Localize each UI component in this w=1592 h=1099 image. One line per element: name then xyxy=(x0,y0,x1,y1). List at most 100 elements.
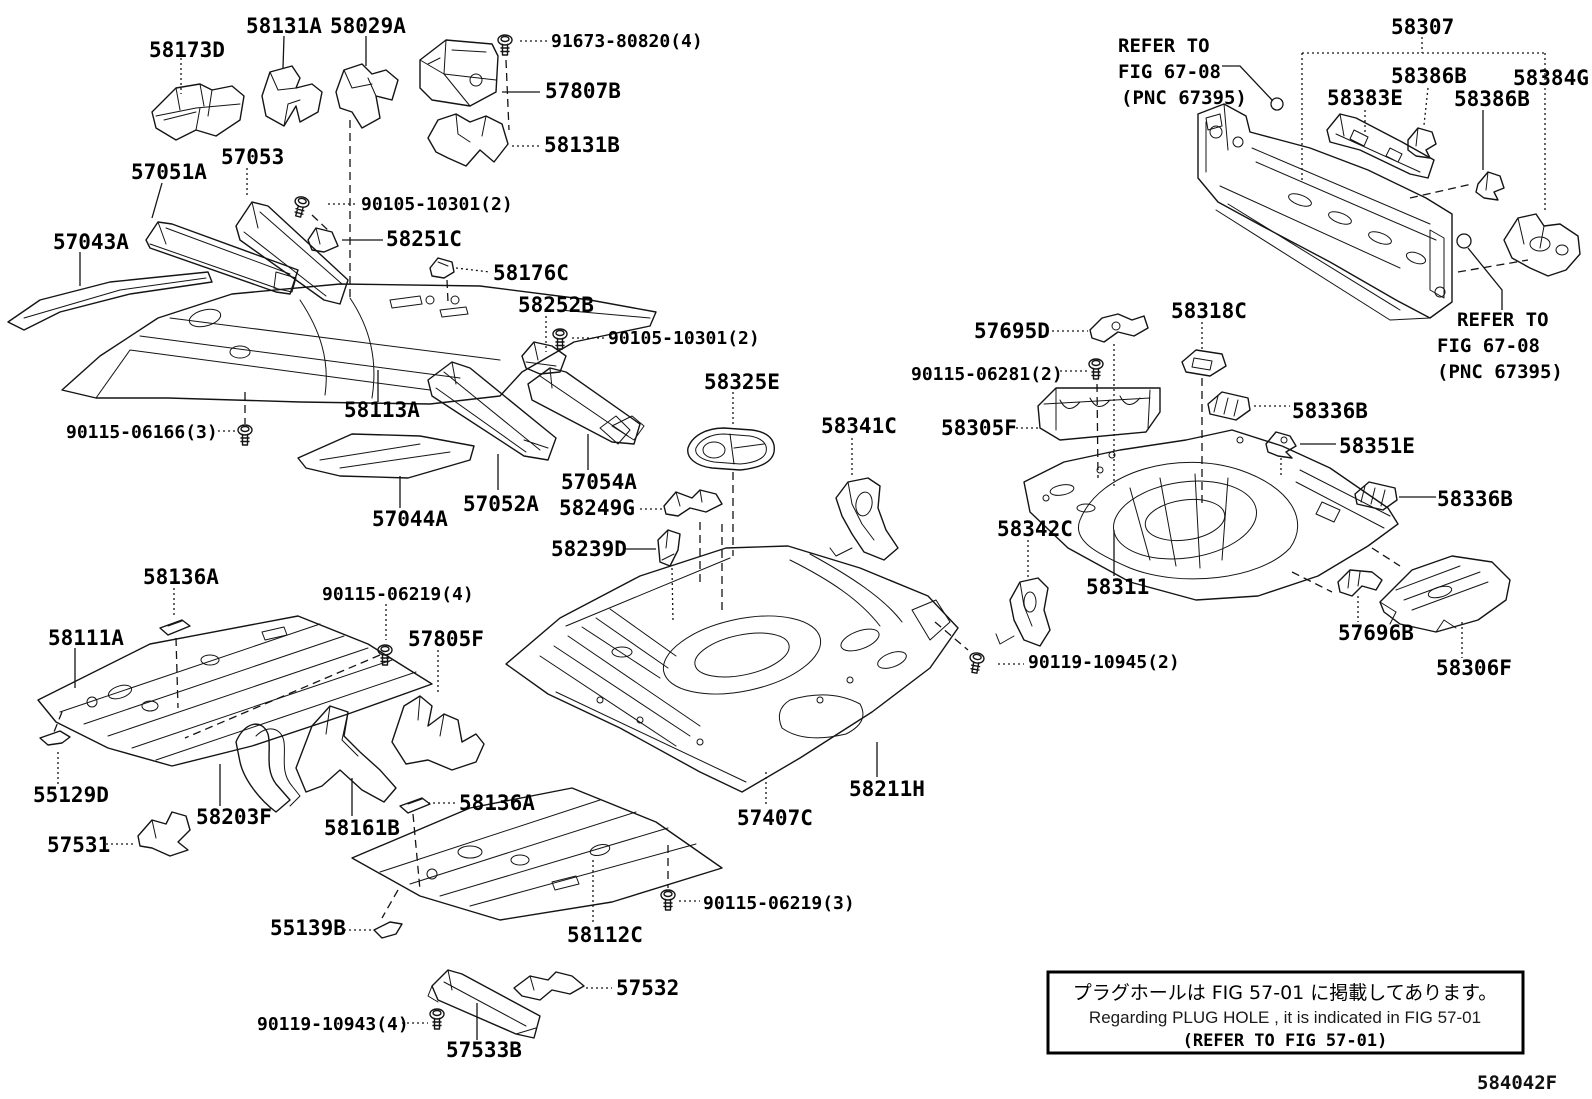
part-58384G-drawing xyxy=(1503,213,1581,277)
part-58386B-bracket-b-drawing xyxy=(1475,171,1505,201)
part-label-58161B: 58161B xyxy=(324,816,400,840)
part-58112C-floor-panel-drawing xyxy=(351,787,723,921)
part-label-58336B-b: 58336B xyxy=(1437,487,1513,511)
part-label-57696B: 57696B xyxy=(1338,621,1414,645)
part-58311-rear-floor-pan-drawing xyxy=(1023,429,1399,601)
part-label-58203F: 58203F xyxy=(196,805,272,829)
part-label-90115-06219-4: 90115-06219(4) xyxy=(322,584,474,605)
part-58336B-bracket-a-drawing xyxy=(1207,391,1251,421)
part-57807B-drawing xyxy=(419,39,499,107)
part-label-58136A-a: 58136A xyxy=(143,565,219,589)
bolt-icons xyxy=(237,34,1104,1030)
part-label-90115-06166: 90115-06166(3) xyxy=(66,422,218,443)
part-57407C-center-floor-pan-drawing xyxy=(505,545,959,793)
part-label-58211H: 58211H xyxy=(849,777,925,801)
part-label-90105-10301-b: 90105-10301(2) xyxy=(608,328,760,349)
part-58383E-drawing xyxy=(1326,113,1435,179)
part-58136A-clip-b-drawing xyxy=(399,797,431,814)
plug-hole-note-box: プラグホールは FIG 57-01 に掲載してあります。 Regarding P… xyxy=(1046,970,1525,1055)
part-58136A-clip-a-drawing xyxy=(159,619,191,636)
part-label-58112C: 58112C xyxy=(567,923,643,947)
part-label-57051A: 57051A xyxy=(131,160,207,184)
part-label-58318C: 58318C xyxy=(1171,299,1247,323)
part-label-57044A: 57044A xyxy=(372,507,448,531)
part-57054A-drawing xyxy=(527,367,645,445)
part-label-57407C: 57407C xyxy=(737,806,813,830)
part-58161B-drawing xyxy=(295,705,397,803)
part-58336B-bracket-b-drawing xyxy=(1354,481,1398,511)
part-label-57054A: 57054A xyxy=(561,470,637,494)
part-58173D-drawing xyxy=(151,83,245,141)
part-57805F-drawing xyxy=(391,695,485,771)
part-label-57807B: 57807B xyxy=(545,79,621,103)
part-58386B-bracket-a-drawing xyxy=(1407,127,1437,159)
part-58252B-drawing xyxy=(521,341,567,375)
part-58307-rear-body-panel-drawing xyxy=(1197,103,1453,321)
part-58029A-drawing xyxy=(335,63,399,129)
part-label-58325E: 58325E xyxy=(704,370,780,394)
part-label-90119-10943: 90119-10943(4) xyxy=(257,1014,409,1035)
part-label-90105-10301-a: 90105-10301(2) xyxy=(361,194,513,215)
part-58251C-drawing xyxy=(307,227,339,253)
part-57696B-drawing xyxy=(1337,569,1383,597)
part-label-58384G: 58384G xyxy=(1513,66,1589,90)
part-58131B-drawing xyxy=(427,113,509,167)
part-label-55139B: 55139B xyxy=(270,916,346,940)
part-58351E-drawing xyxy=(1265,431,1297,459)
part-label-58239D: 58239D xyxy=(551,537,627,561)
part-57533B-drawing xyxy=(427,969,541,1039)
part-58249G-drawing xyxy=(663,489,723,517)
part-label-58131B: 58131B xyxy=(544,133,620,157)
part-58305F-drawing xyxy=(1037,387,1161,441)
part-label-57043A: 57043A xyxy=(53,230,129,254)
part-label-58029A: 58029A xyxy=(330,14,406,38)
part-label-58336B-a: 58336B xyxy=(1292,399,1368,423)
refer-note-line: FIG 67-08 xyxy=(1437,335,1540,357)
part-57531-drawing xyxy=(137,811,191,857)
part-label-55129D: 55129D xyxy=(33,783,109,807)
part-57044A-drawing xyxy=(297,433,475,479)
part-label-58342C: 58342C xyxy=(997,517,1073,541)
part-57532-drawing xyxy=(513,971,585,1001)
part-58325E-drawing xyxy=(687,427,775,471)
part-58306F-drawing xyxy=(1379,555,1511,633)
part-58203F-drawing xyxy=(235,723,301,813)
leader-lines xyxy=(53,35,1546,1040)
part-label-58341C: 58341C xyxy=(821,414,897,438)
plug-hole-note-en: Regarding PLUG HOLE , it is indicated in… xyxy=(1089,1008,1481,1027)
part-label-58173D: 58173D xyxy=(149,38,225,62)
part-label-58383E: 58383E xyxy=(1327,86,1403,110)
refer-note-fig67-08-right: REFER TO FIG 67-08 (PNC 67395) xyxy=(1437,309,1563,383)
part-label-58307: 58307 xyxy=(1391,15,1454,39)
part-label-58136A-b: 58136A xyxy=(459,791,535,815)
part-57695D-drawing xyxy=(1089,313,1149,343)
refer-note-line: FIG 67-08 xyxy=(1118,61,1221,83)
part-label-58113A: 58113A xyxy=(344,398,420,422)
part-label-57533B: 57533B xyxy=(446,1038,522,1062)
part-label-57532: 57532 xyxy=(616,976,679,1000)
part-label-57052A: 57052A xyxy=(463,492,539,516)
refer-note-line: REFER TO xyxy=(1118,35,1210,57)
part-label-58306F: 58306F xyxy=(1436,656,1512,680)
part-label-90119-10945: 90119-10945(2) xyxy=(1028,652,1180,673)
refer-note-line: (PNC 67395) xyxy=(1121,87,1247,109)
part-label-90115-06219-3: 90115-06219(3) xyxy=(703,893,855,914)
part-55129D-drawing xyxy=(39,730,71,746)
part-label-57805F: 57805F xyxy=(408,627,484,651)
part-label-58311: 58311 xyxy=(1086,575,1149,599)
part-58341C-drawing xyxy=(829,477,899,561)
part-58131A-drawing xyxy=(261,65,323,127)
part-label-58176C: 58176C xyxy=(493,261,569,285)
figure-code: 584042F xyxy=(1477,1072,1557,1094)
part-label-58111A: 58111A xyxy=(48,626,124,650)
part-label-58252B: 58252B xyxy=(518,293,594,317)
part-label-58249G: 58249G xyxy=(559,496,635,520)
part-label-58386B-b: 58386B xyxy=(1454,87,1530,111)
part-label-90115-06281: 90115-06281(2) xyxy=(911,364,1063,385)
part-label-57053: 57053 xyxy=(221,145,284,169)
part-57043A-drawing xyxy=(7,271,213,331)
plug-hole-note-jp: プラグホールは FIG 57-01 に掲載してあります。 xyxy=(1073,982,1498,1004)
plug-hole-note-ref: (REFER TO FIG 57-01) xyxy=(1183,1031,1388,1051)
